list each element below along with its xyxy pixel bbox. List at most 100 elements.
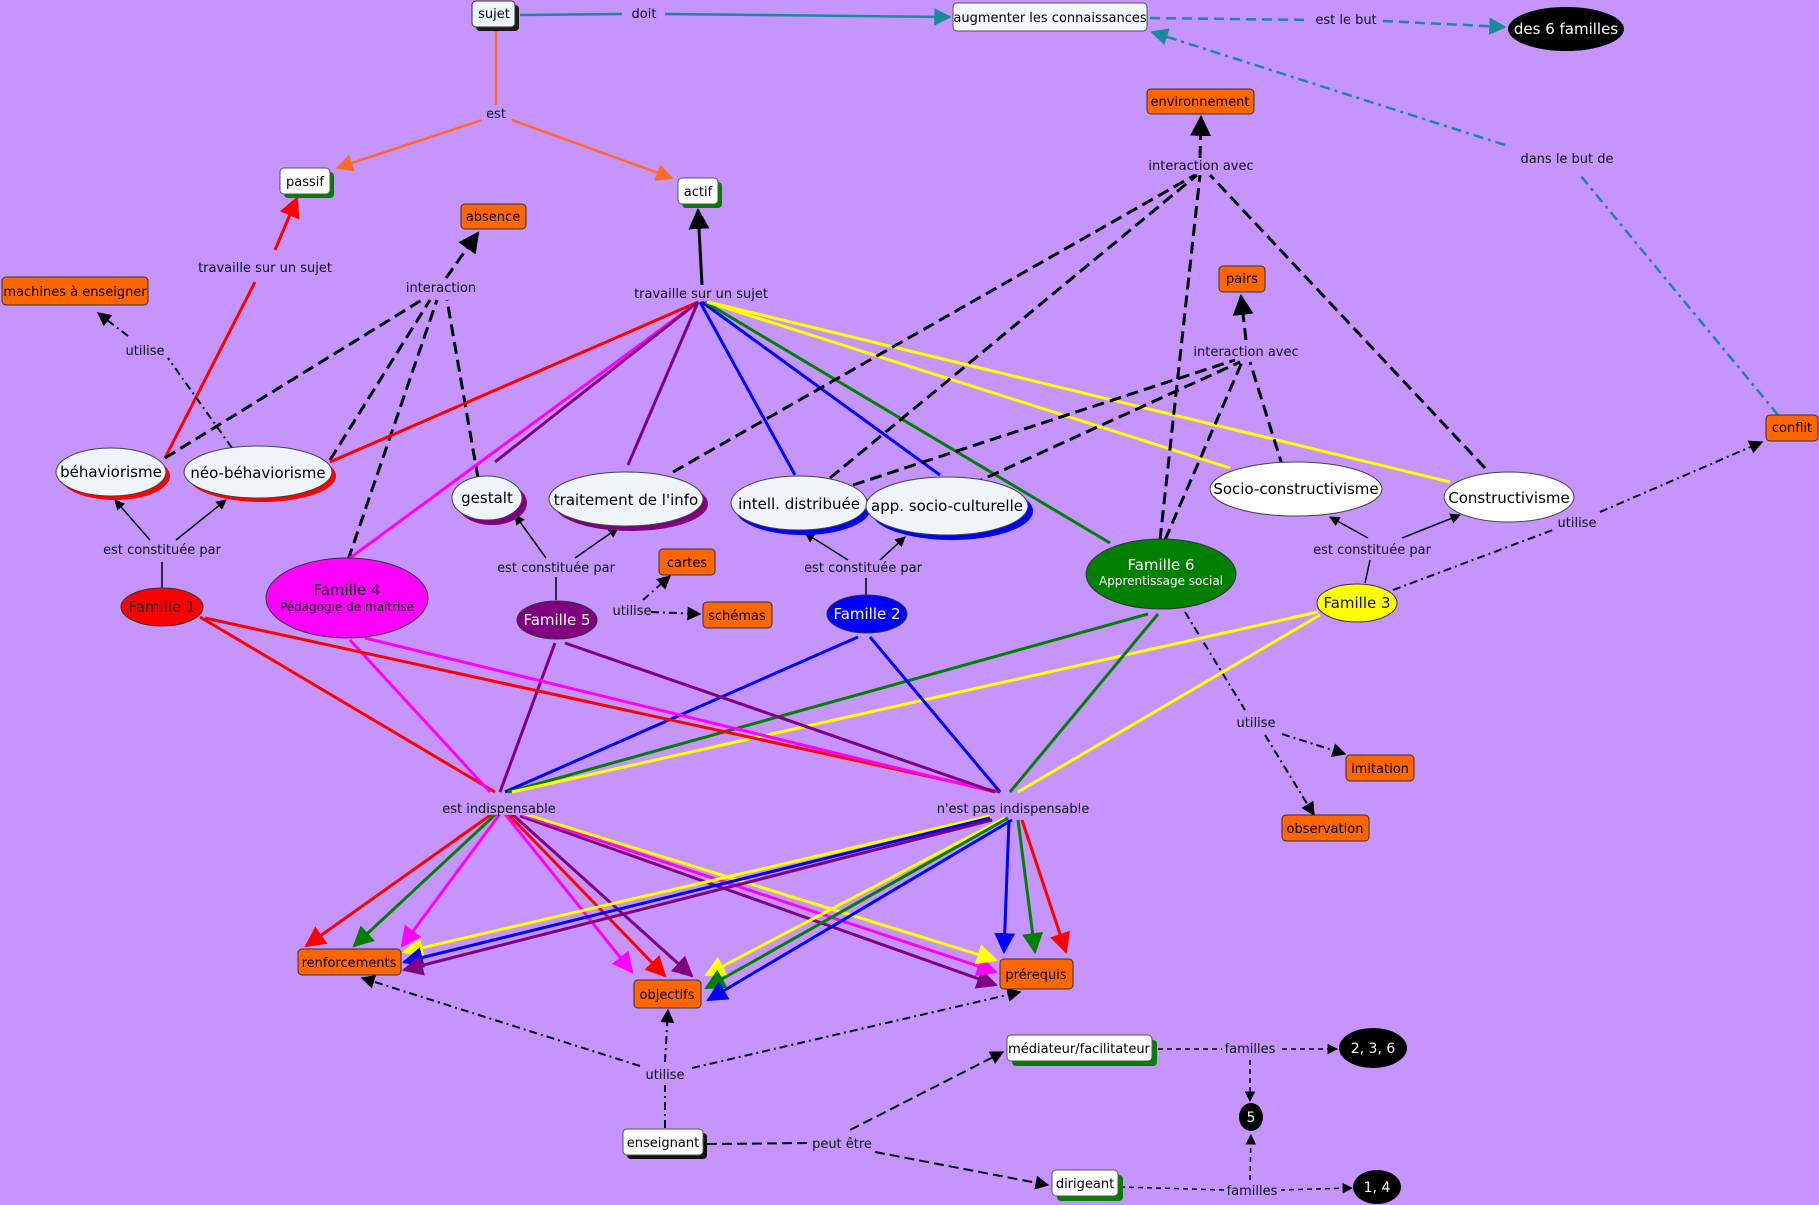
label-est-le-but: est le but bbox=[1315, 13, 1376, 28]
node-renforcements[interactable]: renforcements bbox=[297, 948, 402, 976]
node-pairs[interactable]: pairs bbox=[1218, 265, 1266, 293]
node-app-socio[interactable]: app. socio-culturelle bbox=[865, 476, 1033, 540]
node-six-familles-label: des 6 familles bbox=[1514, 20, 1618, 38]
node-neo-behaviorisme-label: néo-béhaviorisme bbox=[190, 464, 325, 482]
node-renforcements-label: renforcements bbox=[302, 956, 397, 971]
node-neo-behaviorisme[interactable]: néo-béhaviorisme bbox=[183, 445, 336, 502]
node-gestalt-label: gestalt bbox=[461, 489, 513, 507]
node-famille-2-label: Famille 2 bbox=[833, 605, 900, 623]
link-constituee-appsocio bbox=[879, 536, 906, 561]
node-familles-1-4[interactable]: 1, 4 bbox=[1353, 1170, 1401, 1204]
node-augmenter-label: augmenter les connaissances bbox=[953, 11, 1147, 26]
link-familles-14 bbox=[1279, 1183, 1354, 1194]
link-neo-interaction bbox=[328, 299, 432, 461]
link-f3-indisp bbox=[511, 610, 1319, 794]
node-familles-2-3-6-label: 2, 3, 6 bbox=[1351, 1041, 1396, 1057]
link-utilise-observation bbox=[1264, 734, 1315, 817]
label-utilise-f3: utilise bbox=[1558, 516, 1597, 531]
link-f2-pasindisp bbox=[868, 636, 1002, 793]
node-actif-label: actif bbox=[684, 185, 713, 200]
node-prerequis[interactable]: prérequis bbox=[999, 958, 1074, 990]
node-absence-label: absence bbox=[466, 210, 520, 225]
link-behav-travaille bbox=[163, 281, 257, 459]
links-layer bbox=[96, 8, 1779, 1194]
label-utilise-enseignant: utilise bbox=[646, 1068, 685, 1083]
node-famille-6[interactable]: Famille 6 Apprentissage social bbox=[1085, 538, 1237, 610]
link-sujet-doit bbox=[519, 12, 623, 17]
node-famille-5-circle[interactable]: 5 bbox=[1239, 1103, 1263, 1131]
label-doit: doit bbox=[632, 7, 657, 22]
node-objectifs[interactable]: objectifs bbox=[633, 979, 702, 1009]
link-f3-utilise bbox=[1392, 527, 1559, 591]
link-f6-indisp bbox=[507, 612, 1149, 794]
node-traitement-label: traitement de l'info bbox=[554, 491, 698, 509]
link-pasindisp-obj-green bbox=[704, 816, 1009, 990]
node-behaviorisme-label: béhaviorisme bbox=[60, 463, 162, 481]
link-dir-familles bbox=[1119, 1186, 1226, 1191]
node-familles-2-3-6[interactable]: 2, 3, 6 bbox=[1339, 1028, 1407, 1068]
link-indisp-renf-green bbox=[352, 812, 498, 948]
node-absence[interactable]: absence bbox=[460, 203, 527, 230]
link-utilise-conflit bbox=[1599, 440, 1764, 513]
node-observation[interactable]: observation bbox=[1281, 814, 1370, 842]
node-intell[interactable]: intell. distribuée bbox=[730, 475, 871, 535]
link-doit-augmenter bbox=[664, 8, 952, 26]
node-environnement[interactable]: environnement bbox=[1146, 88, 1255, 115]
link-pasindisp-obj-blue bbox=[706, 818, 1013, 1002]
node-traitement[interactable]: traitement de l'info bbox=[548, 471, 708, 531]
link-f6-travaille bbox=[704, 300, 1111, 545]
label-constituee-f5: est constituée par bbox=[497, 561, 616, 576]
link-interaction-absence bbox=[444, 231, 480, 279]
link-ens-peutetre bbox=[706, 1142, 811, 1145]
link-gestalt-interaction bbox=[445, 299, 480, 479]
node-augmenter[interactable]: augmenter les connaissances bbox=[952, 2, 1148, 32]
node-mediateur[interactable]: médiateur/facilitateur bbox=[1006, 1034, 1157, 1066]
node-dirigeant[interactable]: dirigeant bbox=[1051, 1169, 1123, 1201]
node-schemas[interactable]: schémas bbox=[702, 601, 773, 629]
link-danslebut-augmenter bbox=[1150, 28, 1506, 147]
link-labels-layer: doit est le but est travaille sur un suj… bbox=[103, 6, 1614, 1199]
node-constructivisme[interactable]: Constructivisme bbox=[1443, 471, 1575, 523]
node-famille-4[interactable]: Famille 4 Pédagogie de maîtrise bbox=[265, 557, 429, 639]
link-utilise-pre bbox=[691, 988, 1022, 1069]
link-intell-intenv bbox=[829, 173, 1198, 480]
link-conflit-danslebut bbox=[1579, 174, 1779, 416]
node-observation-label: observation bbox=[1287, 822, 1364, 837]
node-machines[interactable]: machines à enseigner bbox=[1, 276, 149, 306]
node-behaviorisme[interactable]: béhaviorisme bbox=[55, 447, 170, 500]
node-six-familles[interactable]: des 6 familles bbox=[1508, 7, 1624, 51]
node-socio-constructivisme[interactable]: Socio-constructivisme bbox=[1209, 461, 1383, 517]
link-indisp-obj-purple bbox=[510, 812, 694, 978]
node-actif[interactable]: actif bbox=[677, 177, 722, 208]
node-famille-1[interactable]: Famille 1 bbox=[120, 587, 204, 627]
node-cartes-label: cartes bbox=[667, 556, 708, 571]
node-imitation[interactable]: imitation bbox=[1345, 754, 1415, 782]
link-indisp-obj-red bbox=[506, 812, 667, 978]
node-famille-3-label: Famille 3 bbox=[1323, 594, 1390, 612]
label-constituee-f1: est constituée par bbox=[103, 543, 222, 558]
link-pasindisp-renf-blue bbox=[401, 816, 991, 968]
link-f4-pasindisp bbox=[364, 636, 996, 794]
label-interaction: interaction bbox=[406, 281, 476, 296]
link-f3-constituee bbox=[1364, 559, 1371, 584]
node-cartes[interactable]: cartes bbox=[658, 548, 716, 576]
label-dans-le-but: dans le but de bbox=[1520, 152, 1613, 167]
node-enseignant[interactable]: enseignant bbox=[622, 1128, 707, 1159]
node-gestalt[interactable]: gestalt bbox=[451, 475, 527, 525]
node-famille-5[interactable]: Famille 5 bbox=[516, 600, 598, 640]
label-utilise-f6: utilise bbox=[1237, 716, 1276, 731]
node-conflit[interactable]: conflit bbox=[1765, 414, 1819, 442]
label-interaction-env: interaction avec bbox=[1148, 159, 1253, 174]
link-f4-travaille bbox=[349, 300, 699, 560]
link-f4-indisp bbox=[348, 638, 492, 794]
node-sujet[interactable]: sujet bbox=[471, 0, 519, 31]
label-familles-top: familles bbox=[1225, 1042, 1276, 1057]
node-famille-4-label: Famille 4 bbox=[313, 581, 380, 599]
link-est-passif bbox=[335, 118, 483, 172]
link-intell-travaille bbox=[698, 301, 797, 476]
link-appsocio-intpairs bbox=[954, 360, 1241, 494]
node-famille-3[interactable]: Famille 3 bbox=[1316, 583, 1398, 623]
node-famille-2[interactable]: Famille 2 bbox=[826, 594, 908, 634]
node-passif[interactable]: passif bbox=[279, 167, 334, 198]
